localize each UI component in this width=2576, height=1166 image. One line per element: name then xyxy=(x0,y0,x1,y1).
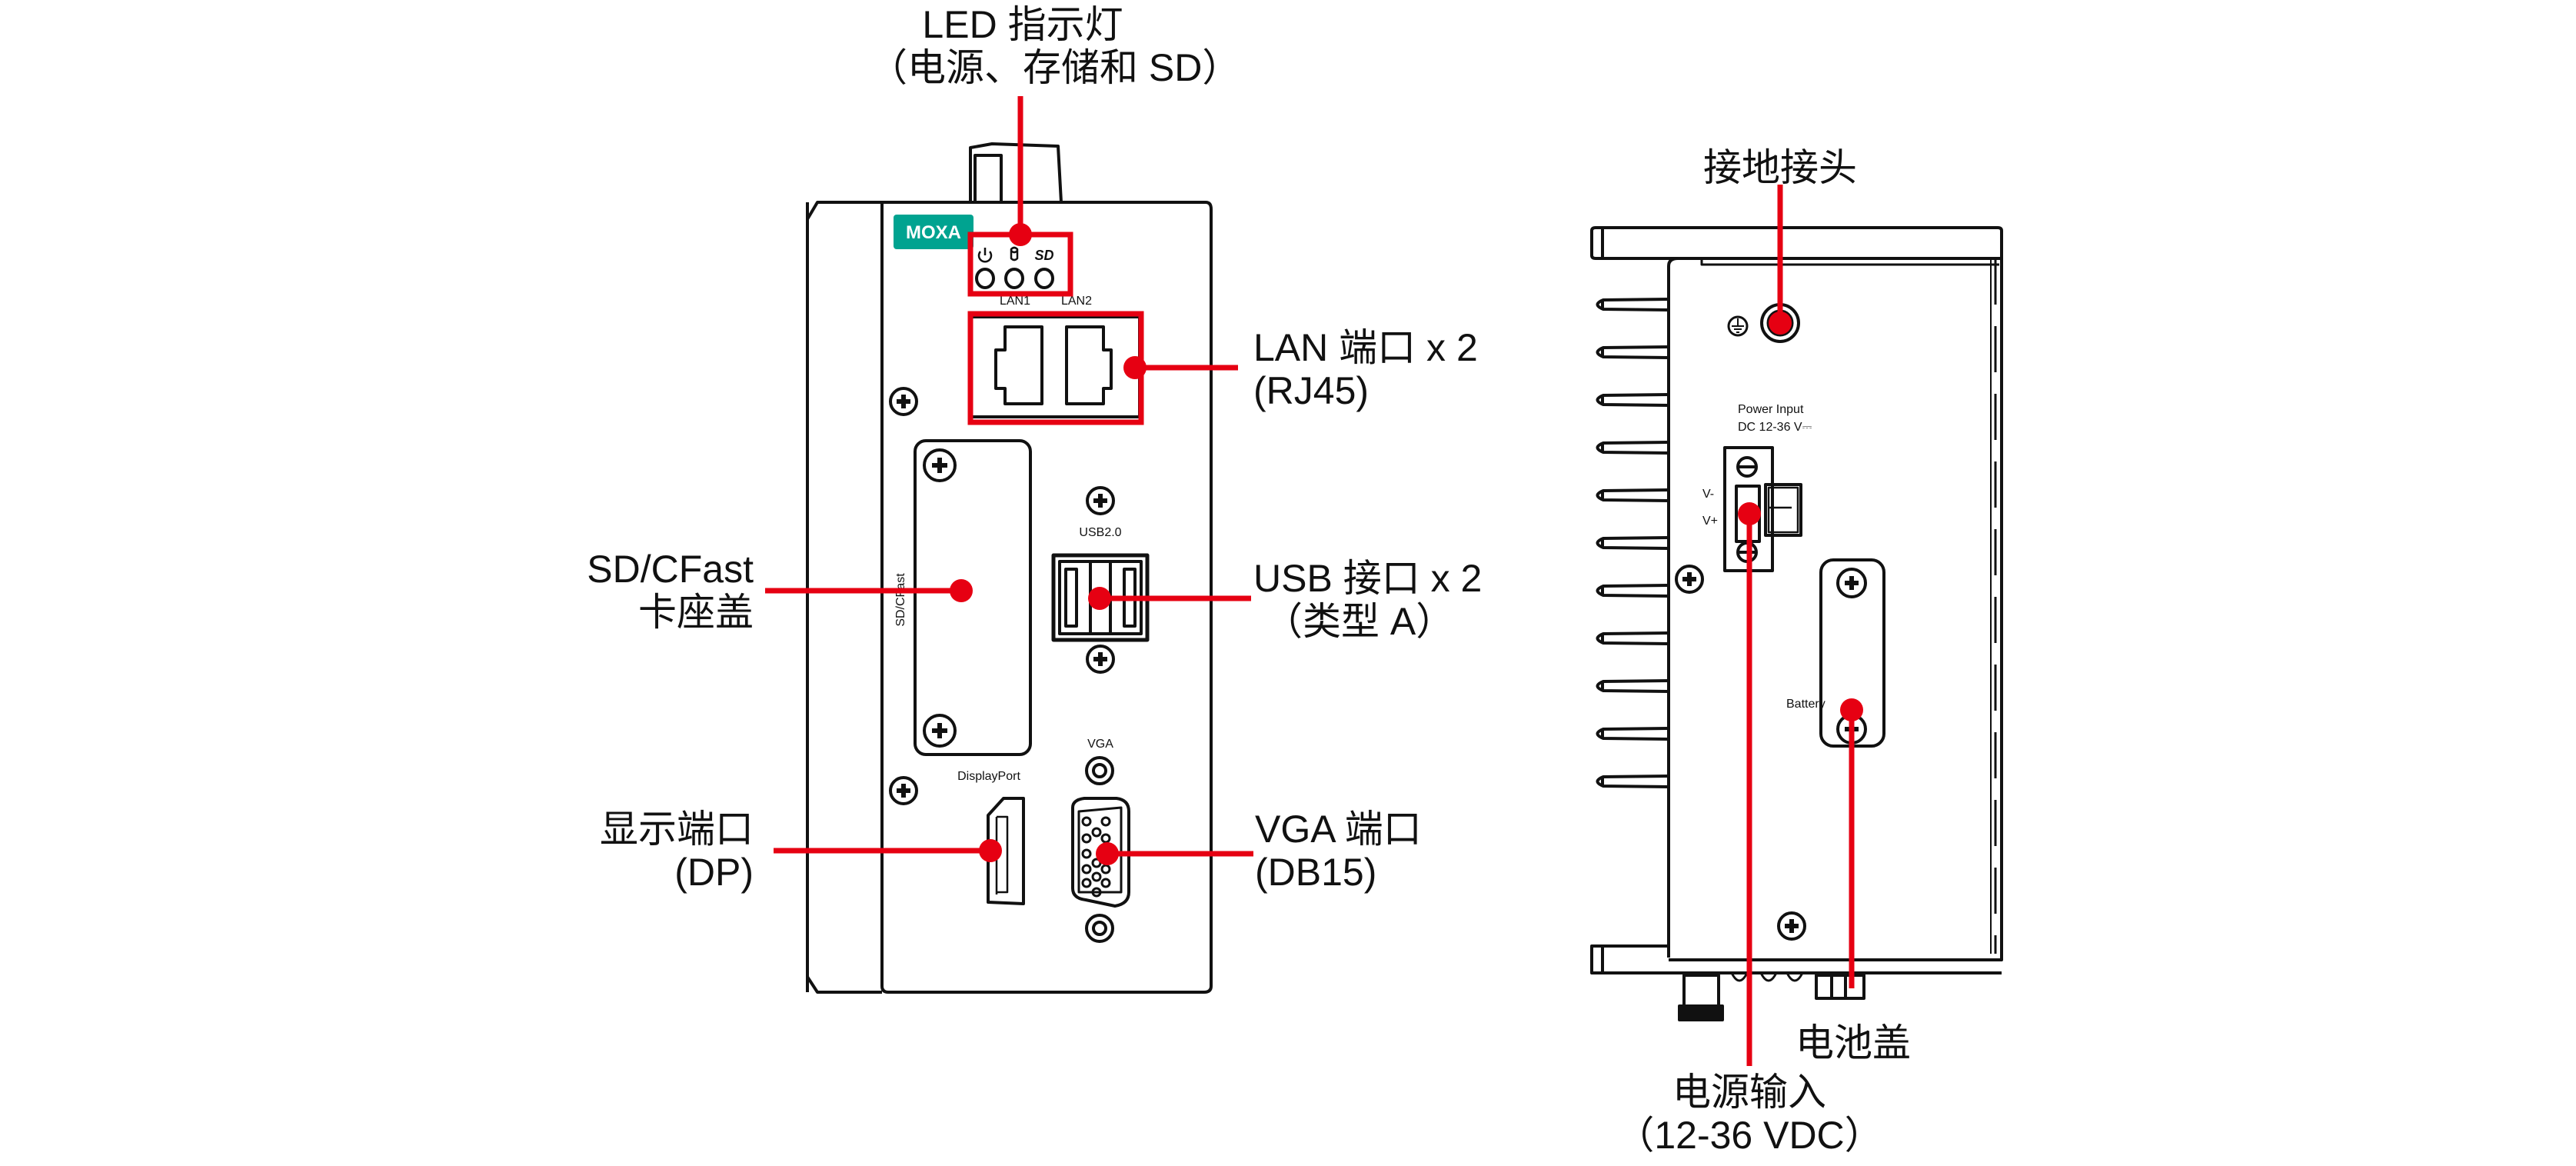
callout-dots xyxy=(950,223,1863,865)
callout-sd-line1: SD/CFast xyxy=(587,548,754,591)
screw-icon xyxy=(1086,486,1115,515)
front-panel xyxy=(880,201,1213,994)
callout-dp-line1: 显示端口 xyxy=(600,808,754,851)
heat-sink-fin xyxy=(1596,488,1669,502)
callout-usb-line2: （类型 A） xyxy=(1264,600,1455,643)
power-dot xyxy=(1738,502,1761,525)
callout-power: 电源输入 （12-36 VDC） xyxy=(1596,1071,1903,1157)
screw-icon xyxy=(889,387,918,416)
lan-dot xyxy=(1123,356,1147,379)
moxa-logo-text: MOXA xyxy=(906,222,961,243)
lan1-label: LAN1 xyxy=(1000,295,1030,308)
ground-dot xyxy=(1769,311,1792,335)
callout-lan-line2: (RJ45) xyxy=(1253,369,1370,412)
heat-sink-fin xyxy=(1596,393,1669,407)
side-panel xyxy=(806,201,882,994)
heat-sink-fin xyxy=(1596,536,1669,550)
usb-printed-label: USB2.0 xyxy=(1079,526,1121,539)
heat-sink-fin xyxy=(1596,775,1669,788)
power-terminal-block xyxy=(1723,446,1802,572)
heat-sink-fin xyxy=(1596,679,1669,693)
callout-power-line2: （12-36 VDC） xyxy=(1616,1114,1883,1157)
vga-printed-label: VGA xyxy=(1087,738,1113,751)
callout-ground-line1: 接地接头 xyxy=(1703,146,1857,189)
callout-dp: 显示端口 (DP) xyxy=(523,808,754,894)
led-dot xyxy=(1009,223,1032,246)
usb-dot xyxy=(1088,587,1111,610)
lan-ports xyxy=(969,315,1141,418)
callout-vga-line2: (DB15) xyxy=(1255,851,1377,894)
battery-dot xyxy=(1840,698,1863,721)
heat-sink-fin xyxy=(1596,584,1669,598)
callout-ground: 接地接头 xyxy=(1665,146,1895,189)
heat-sink-fin xyxy=(1596,441,1669,455)
screw-icon xyxy=(1086,645,1115,674)
screw-icon xyxy=(1675,565,1704,594)
vga-port xyxy=(1071,756,1130,943)
callout-power-line1: 电源输入 xyxy=(1672,1071,1826,1114)
heat-sink-fin xyxy=(1596,345,1669,359)
led-indicators xyxy=(975,246,1054,289)
screw-icon xyxy=(923,714,957,748)
screw-icon xyxy=(923,448,957,482)
heat-sink-fin xyxy=(1596,298,1669,311)
callout-sd: SD/CFast 卡座盖 xyxy=(523,548,754,634)
dp-dot xyxy=(979,839,1002,862)
sd-slot-printed-label: SD/CFast xyxy=(894,573,907,627)
callout-battery: 电池盖 xyxy=(1776,1021,1930,1064)
callout-lan: LAN 端口 x 2 (RJ45) xyxy=(1253,326,1478,412)
front-view-device xyxy=(806,142,1213,994)
callout-led-line1: LED 指示灯 xyxy=(922,3,1123,46)
sd-dot xyxy=(950,579,973,602)
power-input-label: Power Input xyxy=(1738,403,1804,416)
callout-lan-line1: LAN 端口 x 2 xyxy=(1253,326,1478,369)
heat-sink-fin xyxy=(1596,727,1669,741)
screw-icon xyxy=(1777,911,1806,941)
callout-markers xyxy=(765,96,1855,1066)
sd-icon: SD xyxy=(1034,248,1053,263)
ground-icon xyxy=(1727,315,1749,337)
battery-printed-label: Battery xyxy=(1786,698,1825,711)
sd-card-cover xyxy=(914,439,1032,756)
side-view-device xyxy=(1590,226,2003,1021)
moxa-logo: MOXA xyxy=(894,215,973,249)
displayport-printed-label: DisplayPort xyxy=(957,770,1020,783)
callout-dp-line2: (DP) xyxy=(674,851,754,894)
callout-sd-line2: 卡座盖 xyxy=(638,591,754,634)
vga-dot xyxy=(1096,842,1119,865)
v-plus-label: V+ xyxy=(1702,515,1718,528)
callout-vga-line1: VGA 端口 xyxy=(1255,808,1422,851)
screw-icon xyxy=(1836,568,1867,598)
callout-battery-line1: 电池盖 xyxy=(1796,1021,1911,1064)
v-minus-label: V- xyxy=(1702,488,1714,501)
callout-led: LED 指示灯 （电源、存储和 SD） xyxy=(869,3,1241,89)
din-clip xyxy=(969,142,1063,203)
screw-icon xyxy=(889,776,918,805)
storage-icon xyxy=(1010,246,1019,262)
callout-usb: USB 接口 x 2 （类型 A） xyxy=(1253,557,1482,643)
heat-sink-fins xyxy=(1596,298,1669,788)
heat-sink-fin xyxy=(1596,631,1669,645)
callout-vga: VGA 端口 (DB15) xyxy=(1255,808,1422,894)
power-dc-label: DC 12-36 V⎓ xyxy=(1738,421,1812,434)
power-icon xyxy=(977,248,993,263)
lan2-label: LAN2 xyxy=(1061,295,1092,308)
callout-usb-line1: USB 接口 x 2 xyxy=(1253,557,1483,600)
callout-led-line2: （电源、存储和 SD） xyxy=(869,46,1241,89)
